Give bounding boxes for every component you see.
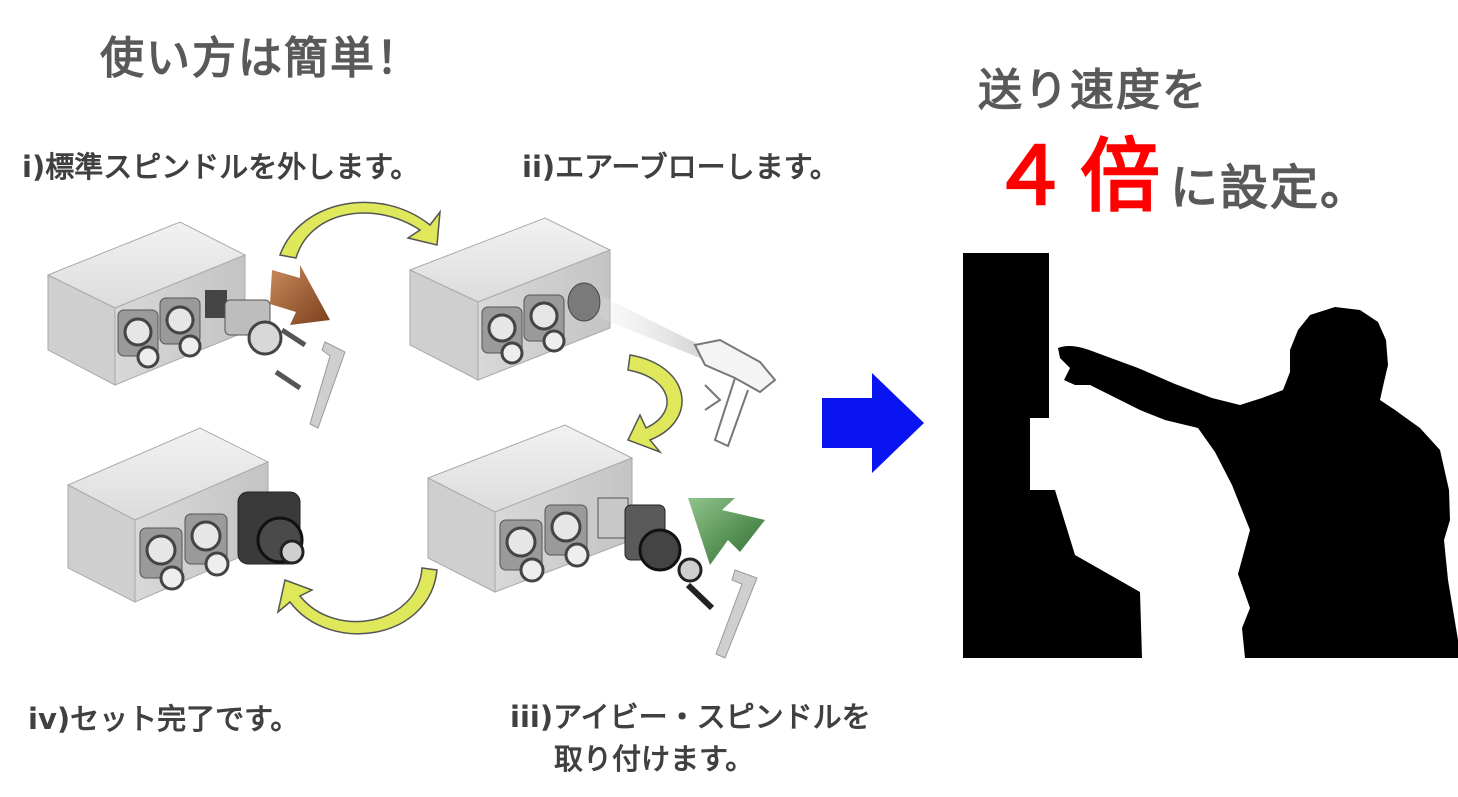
- holder-4b: [544, 504, 590, 568]
- remove-direction-arrow: [270, 265, 330, 325]
- holder-2a: [481, 306, 524, 365]
- air-spray: [600, 295, 700, 358]
- machine-panel-silhouette: [963, 253, 1142, 658]
- feed-speed-heading: 送り速度を: [978, 65, 1208, 116]
- result-arrow: [822, 373, 924, 473]
- holder-3b: [184, 513, 230, 577]
- incoming-spindle: [597, 497, 715, 611]
- machine-block-3: [66, 427, 305, 603]
- feed-speed-setting: ４倍に設定。: [990, 112, 1370, 228]
- machine-block-4: [426, 424, 758, 659]
- step-complete: iv)セット完了です。: [28, 702, 300, 736]
- cycle-arrow-top: [278, 201, 441, 259]
- hex-wrench-1: [309, 341, 346, 429]
- man-silhouette: [1058, 307, 1458, 658]
- setting-tail: に設定。: [1170, 160, 1371, 216]
- machine-block-1: [46, 221, 346, 429]
- machine-block-2: [408, 217, 777, 448]
- holder-2b: [523, 294, 566, 353]
- holder-3a: [139, 527, 185, 591]
- removed-spindle: [205, 290, 307, 391]
- step-remove-spindle: i)標準スピンドルを外します。: [22, 150, 420, 184]
- page-title: 使い方は簡単！: [100, 33, 422, 84]
- holder-1b: [159, 297, 202, 358]
- hex-wrench-2: [715, 569, 758, 659]
- holder-1a: [117, 309, 160, 369]
- holder-4a: [499, 519, 545, 583]
- four-times-label: ４倍: [990, 130, 1170, 223]
- operator-silhouette: [963, 253, 1458, 658]
- step-attach-line2: 取り付けます。: [554, 742, 755, 776]
- cycle-arrow-bottom: [276, 567, 438, 635]
- step-attach-line1: iii)アイビー・スピンドルを: [510, 700, 871, 734]
- installed-high-speed-spindle: [237, 491, 305, 565]
- insert-direction-arrow: [688, 498, 765, 565]
- step-air-blow: ii)エアーブローします。: [522, 150, 839, 184]
- air-blow-gun: [693, 338, 777, 448]
- empty-spindle-bore: [567, 282, 601, 322]
- cycle-arrow-right: [626, 354, 683, 454]
